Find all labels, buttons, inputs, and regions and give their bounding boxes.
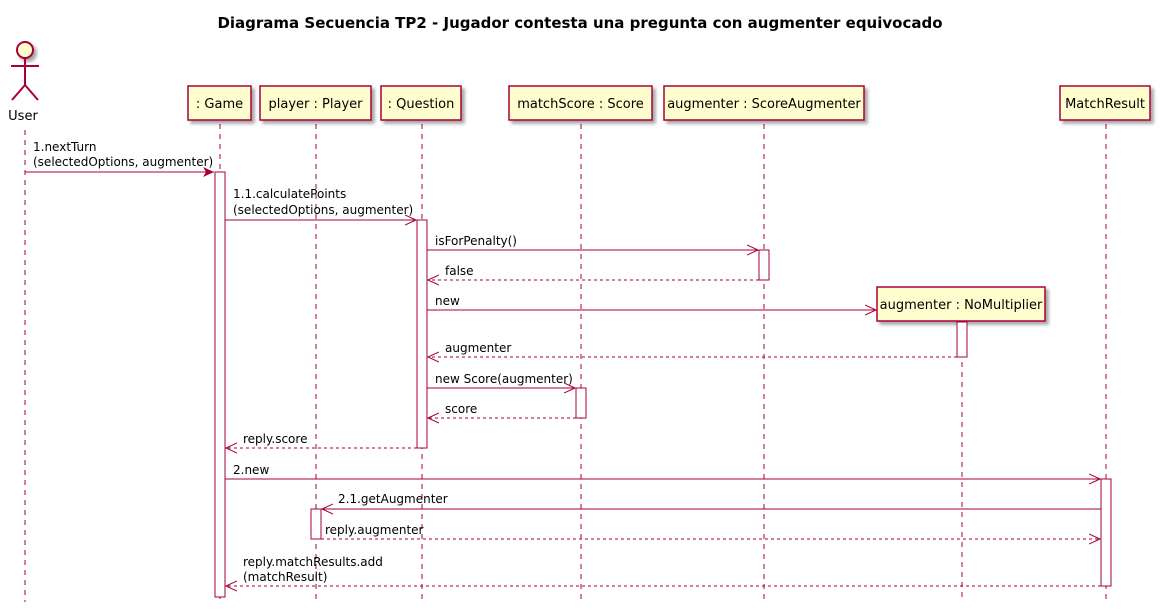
participant-match-result-label: MatchResult <box>1065 97 1145 112</box>
participant-match-result: MatchResult <box>1059 85 1151 121</box>
user-actor: User <box>8 41 39 124</box>
activation-augmenter <box>758 249 770 281</box>
participant-no-multiplier: augmenter : NoMultiplier <box>876 286 1046 322</box>
message-label-next-turn-1: 1.nextTurn <box>33 140 96 154</box>
participant-match-score-label: matchScore : Score <box>517 97 644 112</box>
message-label-reply-score: reply.score <box>243 432 307 446</box>
activation-no-multiplier <box>956 321 968 358</box>
message-label-new-match-result: 2.new <box>233 463 269 477</box>
message-label-is-for-penalty: isForPenalty() <box>435 234 517 248</box>
diagram-title: Diagrama Secuencia TP2 - Jugador contest… <box>217 14 942 32</box>
message-label-calculate-points-1: 1.1.calculatePoints <box>233 187 346 201</box>
message-label-reply-match-results-1: reply.matchResults.add <box>243 555 383 569</box>
participant-game-label: : Game <box>196 97 243 112</box>
participant-question-label: : Question <box>388 97 455 112</box>
participant-player: player : Player <box>259 85 372 121</box>
participant-no-multiplier-label: augmenter : NoMultiplier <box>880 298 1043 313</box>
message-label-next-turn-2: (selectedOptions, augmenter) <box>33 155 213 169</box>
activation-game <box>214 171 226 598</box>
message-label-augmenter-reply: augmenter <box>445 341 511 355</box>
participant-augmenter: augmenter : ScoreAugmenter <box>663 85 865 121</box>
participant-augmenter-label: augmenter : ScoreAugmenter <box>667 97 861 112</box>
message-label-new-score: new Score(augmenter) <box>435 372 573 386</box>
message-label-false: false <box>445 264 474 278</box>
message-label-new: new <box>435 294 460 308</box>
message-label-score-reply: score <box>445 402 477 416</box>
participant-game: : Game <box>187 85 252 121</box>
participant-question: : Question <box>380 85 462 121</box>
activation-match-score <box>575 387 587 419</box>
actor-label: User <box>8 109 38 124</box>
activation-player <box>310 508 322 540</box>
activation-match-result <box>1100 478 1112 587</box>
message-label-reply-augmenter: reply.augmenter <box>325 523 424 537</box>
stick-figure-actor-icon <box>11 41 39 101</box>
message-label-reply-match-results-2: (matchResult) <box>243 570 327 584</box>
message-label-get-augmenter: 2.1.getAugmenter <box>338 492 448 506</box>
participant-player-label: player : Player <box>269 97 364 112</box>
message-label-calculate-points-2: (selectedOptions, augmenter) <box>233 203 413 217</box>
activation-question <box>416 219 428 449</box>
participant-match-score: matchScore : Score <box>508 85 653 121</box>
